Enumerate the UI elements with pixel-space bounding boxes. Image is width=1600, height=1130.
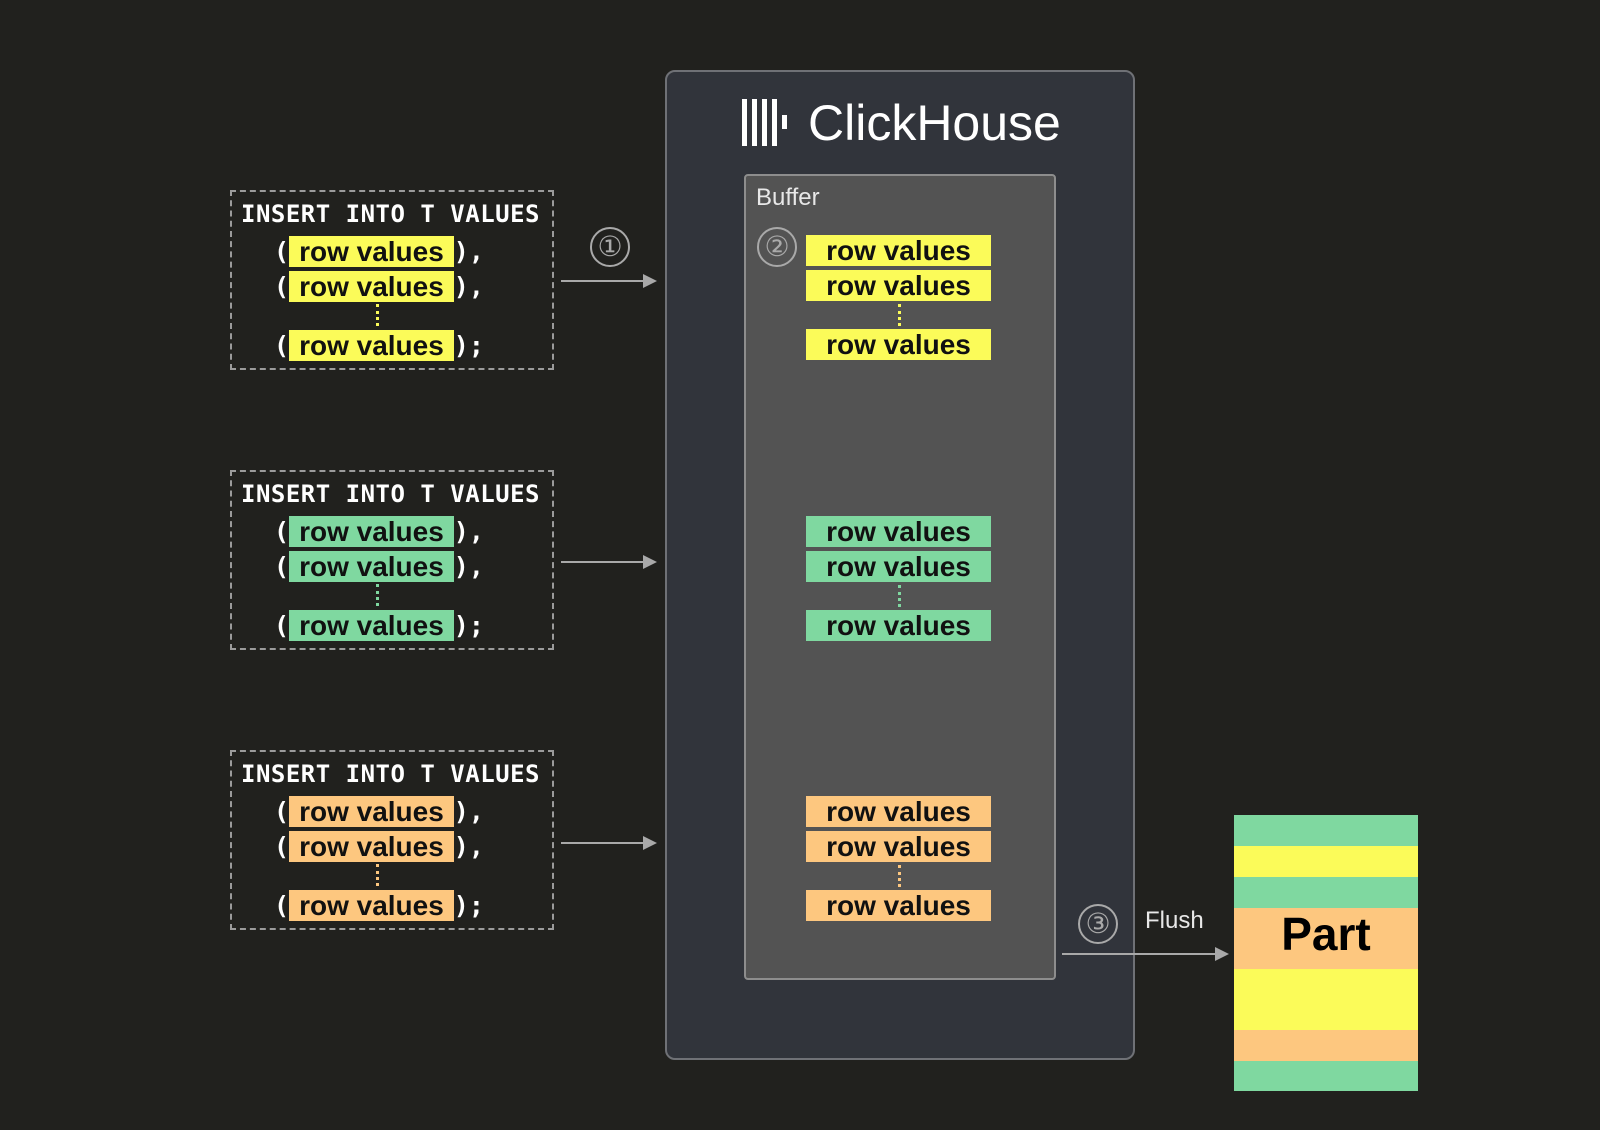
buffer-row-values: row values [806, 516, 991, 547]
part-label: Part [1281, 908, 1371, 960]
buffer-row-values: row values [806, 551, 991, 582]
ellipsis-dots [898, 585, 901, 607]
row-values-chip: row values [289, 831, 454, 862]
insert-statement-3: INSERT INTO T VALUES ( row values ), ( r… [230, 750, 554, 930]
part-stripe [1234, 877, 1418, 908]
buffer-label: Buffer [756, 184, 820, 211]
row-values-chip: row values [289, 551, 454, 582]
insert-arrow [561, 836, 657, 850]
buffer-row-values: row values [806, 329, 991, 360]
statement-row: ( row values ), [274, 551, 484, 582]
buffer-row-values: row values [806, 610, 991, 641]
ellipsis-dots [376, 304, 379, 326]
row-values-chip: row values [289, 330, 454, 361]
part-stripe [1234, 1061, 1418, 1091]
insert-statement-2: INSERT INTO T VALUES ( row values ), ( r… [230, 470, 554, 650]
statement-row: ( row values ); [274, 330, 484, 361]
step-3-marker: ③ [1078, 904, 1118, 944]
ellipsis-dots [376, 584, 379, 606]
row-values-chip: row values [289, 271, 454, 302]
row-values-chip: row values [289, 236, 454, 267]
statement-row: ( row values ); [274, 610, 484, 641]
statement-row: ( row values ), [274, 516, 484, 547]
statement-row: ( row values ), [274, 796, 484, 827]
buffer-row-values: row values [806, 890, 991, 921]
clickhouse-logo-icon [742, 99, 787, 146]
statement-row: ( row values ), [274, 831, 484, 862]
part-stripe [1234, 969, 1418, 1030]
insert-keyword: INSERT INTO T VALUES [241, 760, 540, 788]
buffer-row-values: row values [806, 235, 991, 266]
buffer-row-values: row values [806, 270, 991, 301]
part-stripe [1234, 846, 1418, 877]
insert-statement-1: INSERT INTO T VALUES ( row values ), ( r… [230, 190, 554, 370]
row-values-chip: row values [289, 516, 454, 547]
part-stripe [1234, 1030, 1418, 1061]
part-block: Part [1234, 815, 1418, 1091]
buffer-row-values: row values [806, 831, 991, 862]
statement-row: ( row values ), [274, 236, 484, 267]
statement-row: ( row values ); [274, 890, 484, 921]
row-values-chip: row values [289, 796, 454, 827]
insert-arrow [561, 274, 657, 288]
ellipsis-dots [376, 864, 379, 886]
statement-row: ( row values ), [274, 271, 484, 302]
flush-arrow [1062, 947, 1229, 961]
clickhouse-title: ClickHouse [808, 95, 1061, 151]
insert-keyword: INSERT INTO T VALUES [241, 200, 540, 228]
part-stripe [1234, 815, 1418, 846]
step-1-marker: ① [590, 227, 630, 267]
insert-arrow [561, 555, 657, 569]
buffer-row-values: row values [806, 796, 991, 827]
flush-label: Flush [1145, 907, 1204, 934]
step-2-marker: ② [757, 227, 797, 267]
insert-keyword: INSERT INTO T VALUES [241, 480, 540, 508]
row-values-chip: row values [289, 890, 454, 921]
part-stripe [1234, 908, 1418, 969]
row-values-chip: row values [289, 610, 454, 641]
ellipsis-dots [898, 304, 901, 326]
ellipsis-dots [898, 865, 901, 887]
